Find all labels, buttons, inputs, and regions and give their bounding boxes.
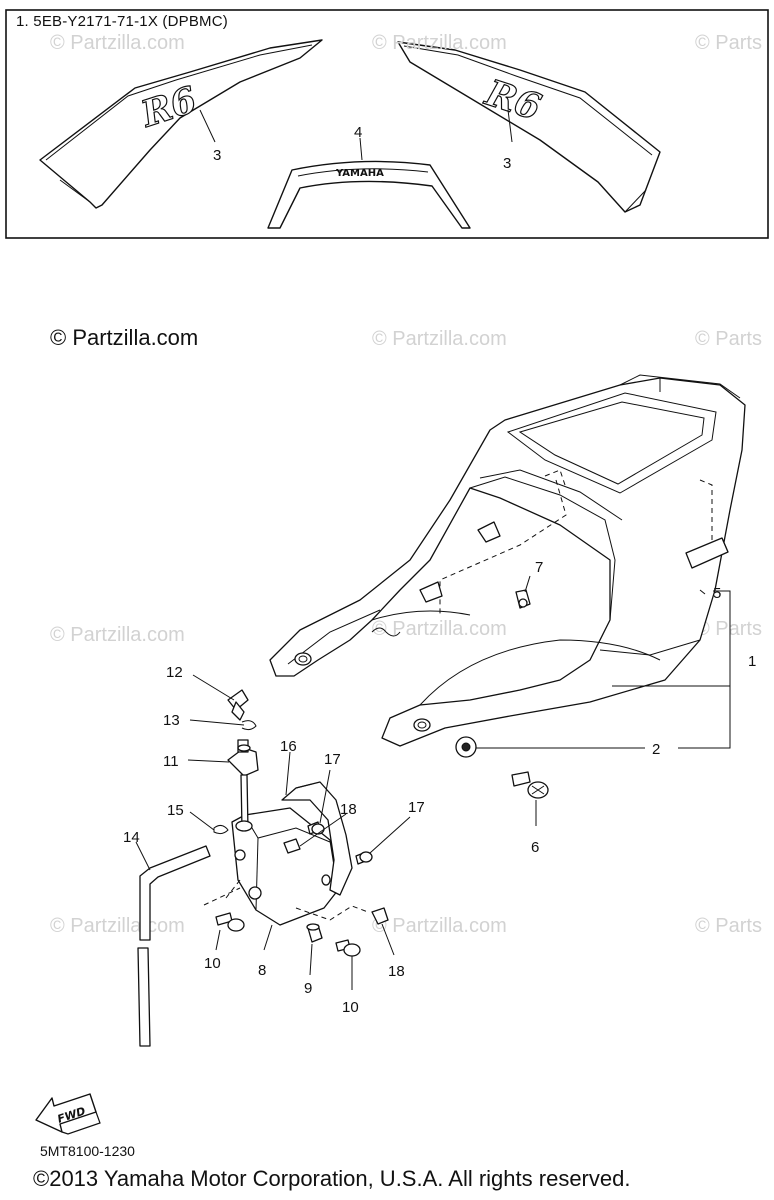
part-16-bracket [281,781,353,896]
callout-13: 13 [163,712,180,729]
callout-4: 4 [354,124,362,141]
leader-lines [135,575,731,990]
callout-17-upper: 17 [324,751,341,768]
part-10-bolts [215,912,361,957]
copyright-notice: ©2013 Yamaha Motor Corporation, U.S.A. A… [33,1166,631,1191]
left-side-decal: R6 [39,39,323,209]
part-2-grommet [455,736,477,758]
watermark-r4-1: © Partzilla.com [50,915,185,937]
part-13-clip [241,720,257,731]
part-5-damper [685,537,729,569]
callout-11: 11 [163,753,179,770]
watermark-r2-3: © Parts [695,328,762,350]
callout-10-left: 10 [204,955,221,972]
callout-3-right: 3 [503,155,511,172]
watermark-inset-3: © Parts [695,32,762,54]
callout-6: 6 [531,839,539,856]
callout-1: 1 [748,653,756,670]
diagram-part-code: 5MT8100-1230 [40,1143,135,1159]
part-9-collar [306,923,323,943]
callout-5: 5 [713,585,721,602]
inset-part-label: 1. 5EB-Y2171-71-1X (DPBMC) [16,13,228,30]
callout-7: 7 [535,559,543,576]
part-6-bolt [511,771,549,799]
part-12-hose [227,689,249,721]
part-7-rivet [515,589,531,609]
part-15-clip [213,824,229,835]
callout-12: 12 [166,664,183,681]
callout-15: 15 [167,802,184,819]
callout-numbers: 3 3 4 7 5 1 2 6 12 13 11 16 17 15 18 17 … [123,124,756,1016]
seat-cowl [269,374,746,747]
watermarks: © Partzilla.com © Parts © Partzilla.com … [50,328,762,937]
r6-logo-right: R6 [480,72,546,129]
callout-9: 9 [304,980,312,997]
inset-frame [5,9,769,239]
watermark-main: © Partzilla.com [50,325,199,350]
callout-2: 2 [652,741,660,758]
callout-18-upper: 18 [340,801,357,818]
callout-17-lower: 17 [408,799,425,816]
part-11-joint [227,739,259,832]
watermark-inset-2: © Partzilla.com [372,32,507,54]
watermark-r3-2: © Partzilla.com [372,618,507,640]
part-14-hose [137,845,211,1047]
part-18-nuts [283,838,389,925]
callout-10-right: 10 [342,999,359,1016]
watermark-r3-3: © Parts [695,618,762,640]
watermark-r3-1: © Partzilla.com [50,624,185,646]
callout-16: 16 [280,738,297,755]
watermark-r4-2: © Partzilla.com [372,915,507,937]
r6-logo-left: R6 [135,79,201,136]
callout-8: 8 [258,962,266,979]
assembly-lines [203,879,369,921]
inset-decal-set: R6 R6 YAMAHA © Partzilla.com © Partzilla… [5,9,769,239]
fwd-arrow-icon: FWD [35,1093,101,1135]
watermark-r4-3: © Parts [695,915,762,937]
callout-18-lower: 18 [388,963,405,980]
right-side-decal: R6 [397,41,661,213]
callout-3-left: 3 [213,147,221,164]
watermark-r2-2: © Partzilla.com [372,328,507,350]
callout-14: 14 [123,829,140,846]
watermark-inset-1: © Partzilla.com [50,32,185,54]
rear-tail-decal: YAMAHA [267,160,471,229]
yamaha-decal-text: YAMAHA [335,168,384,179]
